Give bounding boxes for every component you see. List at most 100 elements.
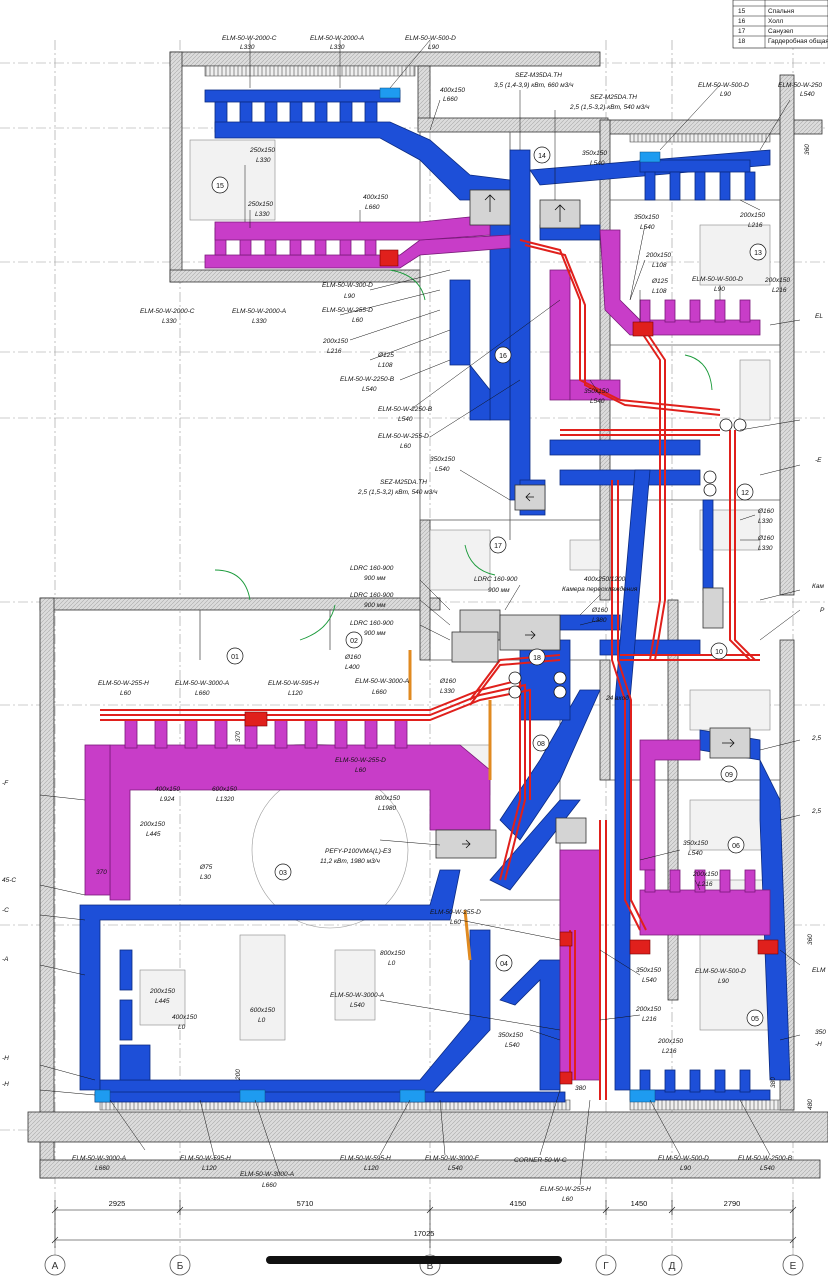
- label-t16-a: Ø125: [651, 278, 668, 285]
- label-t57-a: 200x150: [149, 988, 175, 995]
- room-16: 16: [499, 353, 507, 360]
- room-02: 02: [350, 638, 358, 645]
- mark-370-b: 370: [96, 869, 107, 876]
- edge-frag-1: -F: [2, 780, 9, 787]
- dim-5: 2790: [724, 1199, 741, 1208]
- label-t65-a: ELM-50-W-3000-A: [72, 1155, 126, 1162]
- label-t59-a: 600x150: [250, 1007, 275, 1014]
- label-t1-b: L330: [240, 44, 255, 51]
- label-t59-b: L0: [258, 1017, 266, 1024]
- label-t28-a: ELM-50-W-255-D: [378, 433, 429, 440]
- edge-frag-14: Кам: [812, 583, 824, 590]
- label-t53-a: 200x150: [692, 871, 718, 878]
- label-t34-a: LDRC 160-900: [474, 576, 518, 583]
- label-t32-a: Ø160: [757, 535, 774, 542]
- mark-380: 380: [575, 1085, 586, 1092]
- room-08: 08: [537, 741, 545, 748]
- label-t41-b: L60: [120, 690, 131, 697]
- axis-e: Е: [790, 1261, 797, 1272]
- label-t66-b: L120: [202, 1165, 217, 1172]
- label-t72-b: L90: [680, 1165, 691, 1172]
- label-t66-a: ELM-50-W-595-H: [180, 1155, 231, 1162]
- doors: [214, 269, 713, 641]
- label-t24-b: L108: [378, 362, 393, 369]
- mark-360-b: 360: [807, 934, 814, 945]
- label-t49-b: L445: [146, 831, 161, 838]
- room-13: 13: [754, 250, 762, 257]
- label-t32-b: L330: [758, 545, 773, 552]
- label-t62-b: L540: [505, 1042, 520, 1049]
- label-t69-a: ELM-50-W-3000-F: [425, 1155, 480, 1162]
- label-t48-a: 800x150: [375, 795, 400, 802]
- label-t4-b: L660: [443, 96, 458, 103]
- edge-fragments: -F 45-C -C -A -H -H 2,5 2,5 EL -E ELM 35…: [2, 313, 826, 1088]
- label-t1-a: ELM-50-W-2000-C: [222, 35, 277, 42]
- label-t53-b: L216: [698, 881, 713, 888]
- room-15: 15: [216, 183, 224, 190]
- label-t63-a: 200x150: [657, 1038, 683, 1045]
- label-t36-a: LDRC 160-900: [350, 620, 394, 627]
- label-t37-a: 400x250/1200: [584, 576, 626, 583]
- label-t57-b: L445: [155, 998, 170, 1005]
- label-t46-b: L924: [160, 796, 175, 803]
- dim-total: 17025: [414, 1229, 435, 1238]
- room-10: 10: [715, 649, 723, 656]
- label-t30-a: SEZ-M25DA.TH: [380, 479, 427, 486]
- label-t10-a: 350x150: [582, 150, 607, 157]
- room-18: 18: [533, 655, 541, 662]
- label-t30-b: 2,5 (1,5-3,2) кВт, 540 м3/ч: [357, 489, 438, 496]
- label-t25-a: ELM-50-W-2250-B: [340, 376, 395, 383]
- label-t15-a: 200x150: [645, 252, 671, 259]
- label-t40-b: L330: [440, 688, 455, 695]
- edge-frag-10: -E: [815, 457, 822, 464]
- label-t45-a: ELM-50-W-255-D: [335, 757, 386, 764]
- label-t49-a: 200x150: [139, 821, 165, 828]
- mark-vhod: 24 вход: [605, 694, 629, 702]
- label-t21-a: ELM-50-W-2000-C: [140, 308, 195, 315]
- legend-name-15: Спальня: [768, 8, 795, 15]
- label-t12-a: 400x150: [363, 194, 388, 201]
- label-t61-b: L216: [642, 1016, 657, 1023]
- dim-2: 5710: [297, 1199, 314, 1208]
- label-t72-a: ELM-50-W-500-D: [658, 1155, 709, 1162]
- legend-num-16: 16: [738, 18, 746, 25]
- label-t47-a: 600x150: [212, 786, 237, 793]
- label-t42-b: L660: [195, 690, 210, 697]
- label-t71-b: L60: [562, 1196, 573, 1203]
- axis-b: Б: [177, 1261, 184, 1272]
- axis-d: Д: [669, 1261, 676, 1272]
- label-t26-a: 350x150: [584, 388, 609, 395]
- label-t55-b: L0: [388, 960, 396, 967]
- edge-frag-4: -A: [2, 956, 9, 963]
- label-t14-a: 200x150: [739, 212, 765, 219]
- dim-4: 1450: [631, 1199, 648, 1208]
- mark-480: 480: [807, 1099, 814, 1110]
- label-t73-a: ELM-50-W-2500-B: [738, 1155, 793, 1162]
- room-17: 17: [494, 543, 502, 550]
- legend-num-18: 18: [738, 38, 746, 45]
- connection-rings: [508, 418, 747, 699]
- label-t41-a: ELM-50-W-255-H: [98, 680, 149, 687]
- label-t8-b: L540: [800, 91, 815, 98]
- label-t62-a: 350x150: [498, 1032, 523, 1039]
- label-t33-b: 900 мм: [364, 575, 386, 582]
- edge-frag-3: -C: [2, 907, 9, 914]
- axis-bubbles: [44, 1254, 804, 1276]
- home-indicator[interactable]: [266, 1256, 562, 1264]
- label-t40-a: Ø160: [439, 678, 456, 685]
- label-t52-a: 350x150: [683, 840, 708, 847]
- legend-num-17: 17: [738, 28, 746, 35]
- label-t54-b: L60: [450, 919, 461, 926]
- label-t50-a: PEFY-P100VMA(L)-E3: [325, 848, 391, 855]
- room-01: 01: [231, 654, 239, 661]
- label-t31-b: L330: [758, 518, 773, 525]
- label-t70-a: CORNER-50-W-C: [514, 1157, 567, 1164]
- label-t44-a: ELM-50-W-3000-A: [355, 678, 409, 685]
- label-t51-a: Ø75: [199, 864, 213, 871]
- edge-frag-7: 2,5: [811, 735, 821, 742]
- label-t52-b: L540: [688, 850, 703, 857]
- room-markers: [211, 146, 767, 1027]
- dimension-values: 2925 5710 4150 1450 2790 17025: [109, 1199, 741, 1238]
- label-t7-b: L90: [720, 91, 731, 98]
- label-t3-a: ELM-50-W-500-D: [405, 35, 456, 42]
